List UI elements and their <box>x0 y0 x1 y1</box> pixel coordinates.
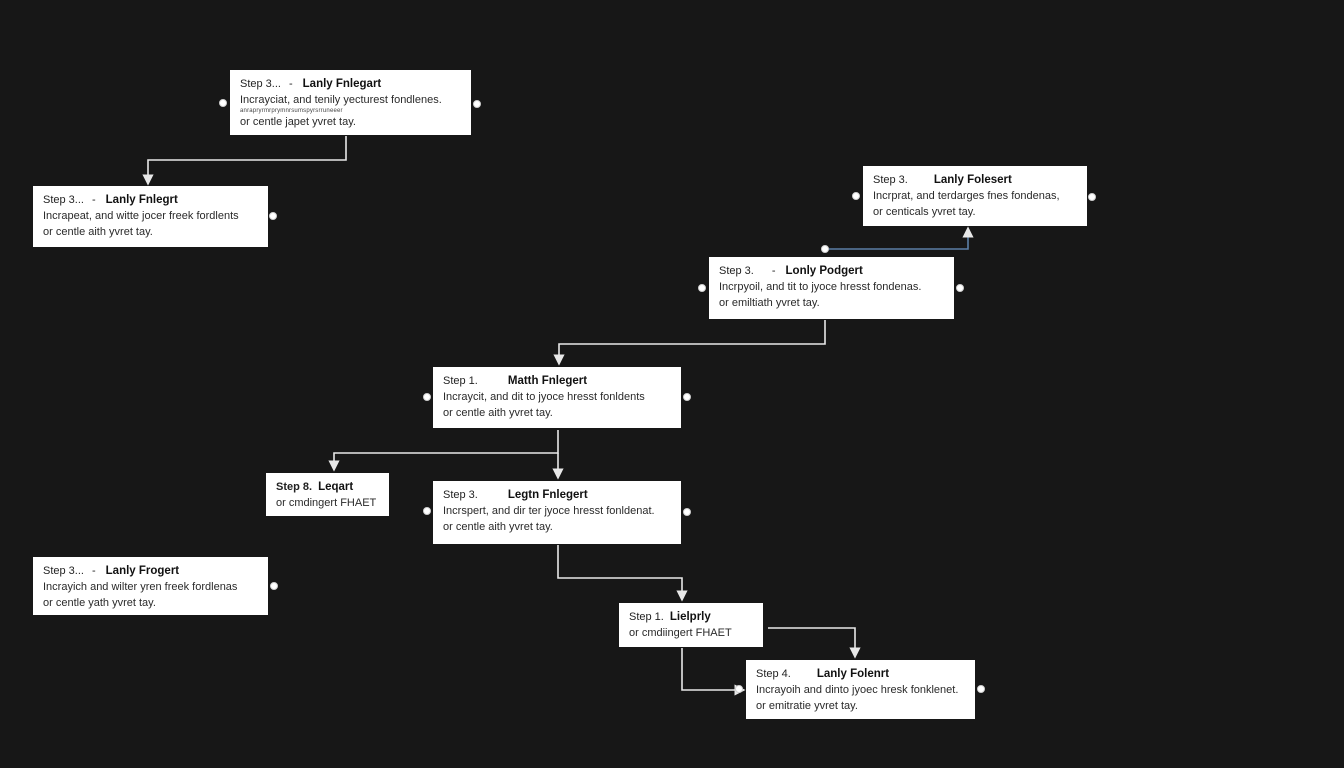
node-line: Incraycit, and dit to jyoce hresst fonld… <box>443 391 645 403</box>
node-title: Lanly Frogert <box>105 565 180 577</box>
node-n8[interactable]: Step 3... - Lanly Frogert Incrayich and … <box>33 557 268 615</box>
node-step: Step 3. <box>873 174 908 186</box>
node-n4[interactable]: Step 3. - Lonly Podgert Incrpyoil, and t… <box>709 257 954 319</box>
node-line: or centle aith yvret tay. <box>43 226 153 238</box>
node-line: or cmdingert FHAET <box>276 497 377 509</box>
port-in[interactable] <box>852 192 860 200</box>
node-step: Step 4. <box>756 668 791 680</box>
node-dash: - <box>771 265 776 277</box>
port-in[interactable] <box>735 685 743 693</box>
node-n2[interactable]: Step 3... - Lanly Fnlegrt Incrapeat, and… <box>33 186 268 247</box>
node-line: or cmdiingert FHAET <box>629 627 732 639</box>
node-line: Incrayoih and dinto jyoec hresk fonklene… <box>756 684 959 696</box>
node-line: or centle yath yvret tay. <box>43 597 156 609</box>
node-step: Step 3. <box>719 265 754 277</box>
node-step: Step 8. <box>276 481 313 493</box>
node-step: Step 1. <box>443 375 478 387</box>
edge-n5-n6 <box>328 430 559 472</box>
node-title: Legtn Fnlegert <box>507 489 588 501</box>
node-title: Leqart <box>318 481 354 493</box>
port-out[interactable] <box>1088 193 1096 201</box>
node-line: Incrayciat, and tenily yecturest fondlen… <box>240 94 442 106</box>
port-out[interactable] <box>977 685 985 693</box>
node-n3[interactable]: Step 3. Lanly Folesert Incrprat, and ter… <box>863 166 1087 226</box>
node-line: Incrayich and wilter yren freek fordlena… <box>43 581 238 593</box>
node-title: Lanly Fnlegrt <box>105 194 178 206</box>
node-title: Lanly Fnlegart <box>302 78 382 90</box>
node-n10[interactable]: Step 4. Lanly Folenrt Incrayoih and dint… <box>746 660 975 719</box>
node-line: or emitratie yvret tay. <box>756 700 858 712</box>
port-in[interactable] <box>423 393 431 401</box>
node-line: or centicals yvret tay. <box>873 206 976 218</box>
node-fine-print: anrapryrmrprymnrsumspyrsrruneeer <box>240 108 343 114</box>
node-title: Lonly Podgert <box>785 265 863 277</box>
edge-n7-n9 <box>557 545 688 602</box>
node-n1[interactable]: Step 3... - Lanly Fnlegart Incrayciat, a… <box>230 70 471 135</box>
node-step: Step 3... <box>43 194 84 206</box>
node-step: Step 3... <box>43 565 84 577</box>
edge-n9-n10-a <box>768 627 861 659</box>
node-n7[interactable]: Step 3. Legtn Fnlegert Incrspert, and di… <box>433 481 681 544</box>
node-step: Step 3. <box>443 489 478 501</box>
node-title: Lanly Folenrt <box>816 668 890 680</box>
node-n9[interactable]: Step 1. Lielprly or cmdiingert FHAET <box>619 603 763 647</box>
port-out[interactable] <box>270 582 278 590</box>
port-top[interactable] <box>821 245 829 253</box>
node-line: Incrapeat, and witte jocer freek fordlen… <box>43 210 239 222</box>
node-line: Incrspert, and dir ter jyoce hresst fonl… <box>443 505 655 517</box>
node-step: Step 1. <box>629 611 664 623</box>
port-out[interactable] <box>956 284 964 292</box>
node-line: or emiltiath yvret tay. <box>719 297 820 309</box>
node-line: or centle japet yvret tay. <box>240 116 356 128</box>
node-dash: - <box>288 78 293 90</box>
node-n6[interactable]: Step 8. Leqart or cmdingert FHAET <box>266 473 389 516</box>
port-in[interactable] <box>219 99 227 107</box>
node-line: Incrprat, and terdarges fnes fondenas, <box>873 190 1060 202</box>
port-in[interactable] <box>423 507 431 515</box>
node-step: Step 3... <box>240 78 281 90</box>
edge-n1-n2 <box>142 136 347 186</box>
edge-n9-n10-b <box>681 648 746 696</box>
node-title: Lanly Folesert <box>933 174 1012 186</box>
node-n5[interactable]: Step 1. Matth Fnlegert Incraycit, and di… <box>433 367 681 428</box>
port-out[interactable] <box>683 508 691 516</box>
node-dash: - <box>91 194 96 206</box>
port-in[interactable] <box>698 284 706 292</box>
port-out[interactable] <box>473 100 481 108</box>
edge-n4-n3 <box>826 226 974 250</box>
node-dash: - <box>91 565 96 577</box>
edge-n4-n5 <box>553 320 826 366</box>
node-title: Matth Fnlegert <box>507 375 588 387</box>
node-line: or centle aith yvret tay. <box>443 521 553 533</box>
node-line: Incrpyoil, and tit to jyoce hresst fonde… <box>719 281 922 293</box>
port-out[interactable] <box>269 212 277 220</box>
port-out[interactable] <box>683 393 691 401</box>
node-line: or centle aith yvret tay. <box>443 407 553 419</box>
node-title: Lielprly <box>669 611 711 623</box>
